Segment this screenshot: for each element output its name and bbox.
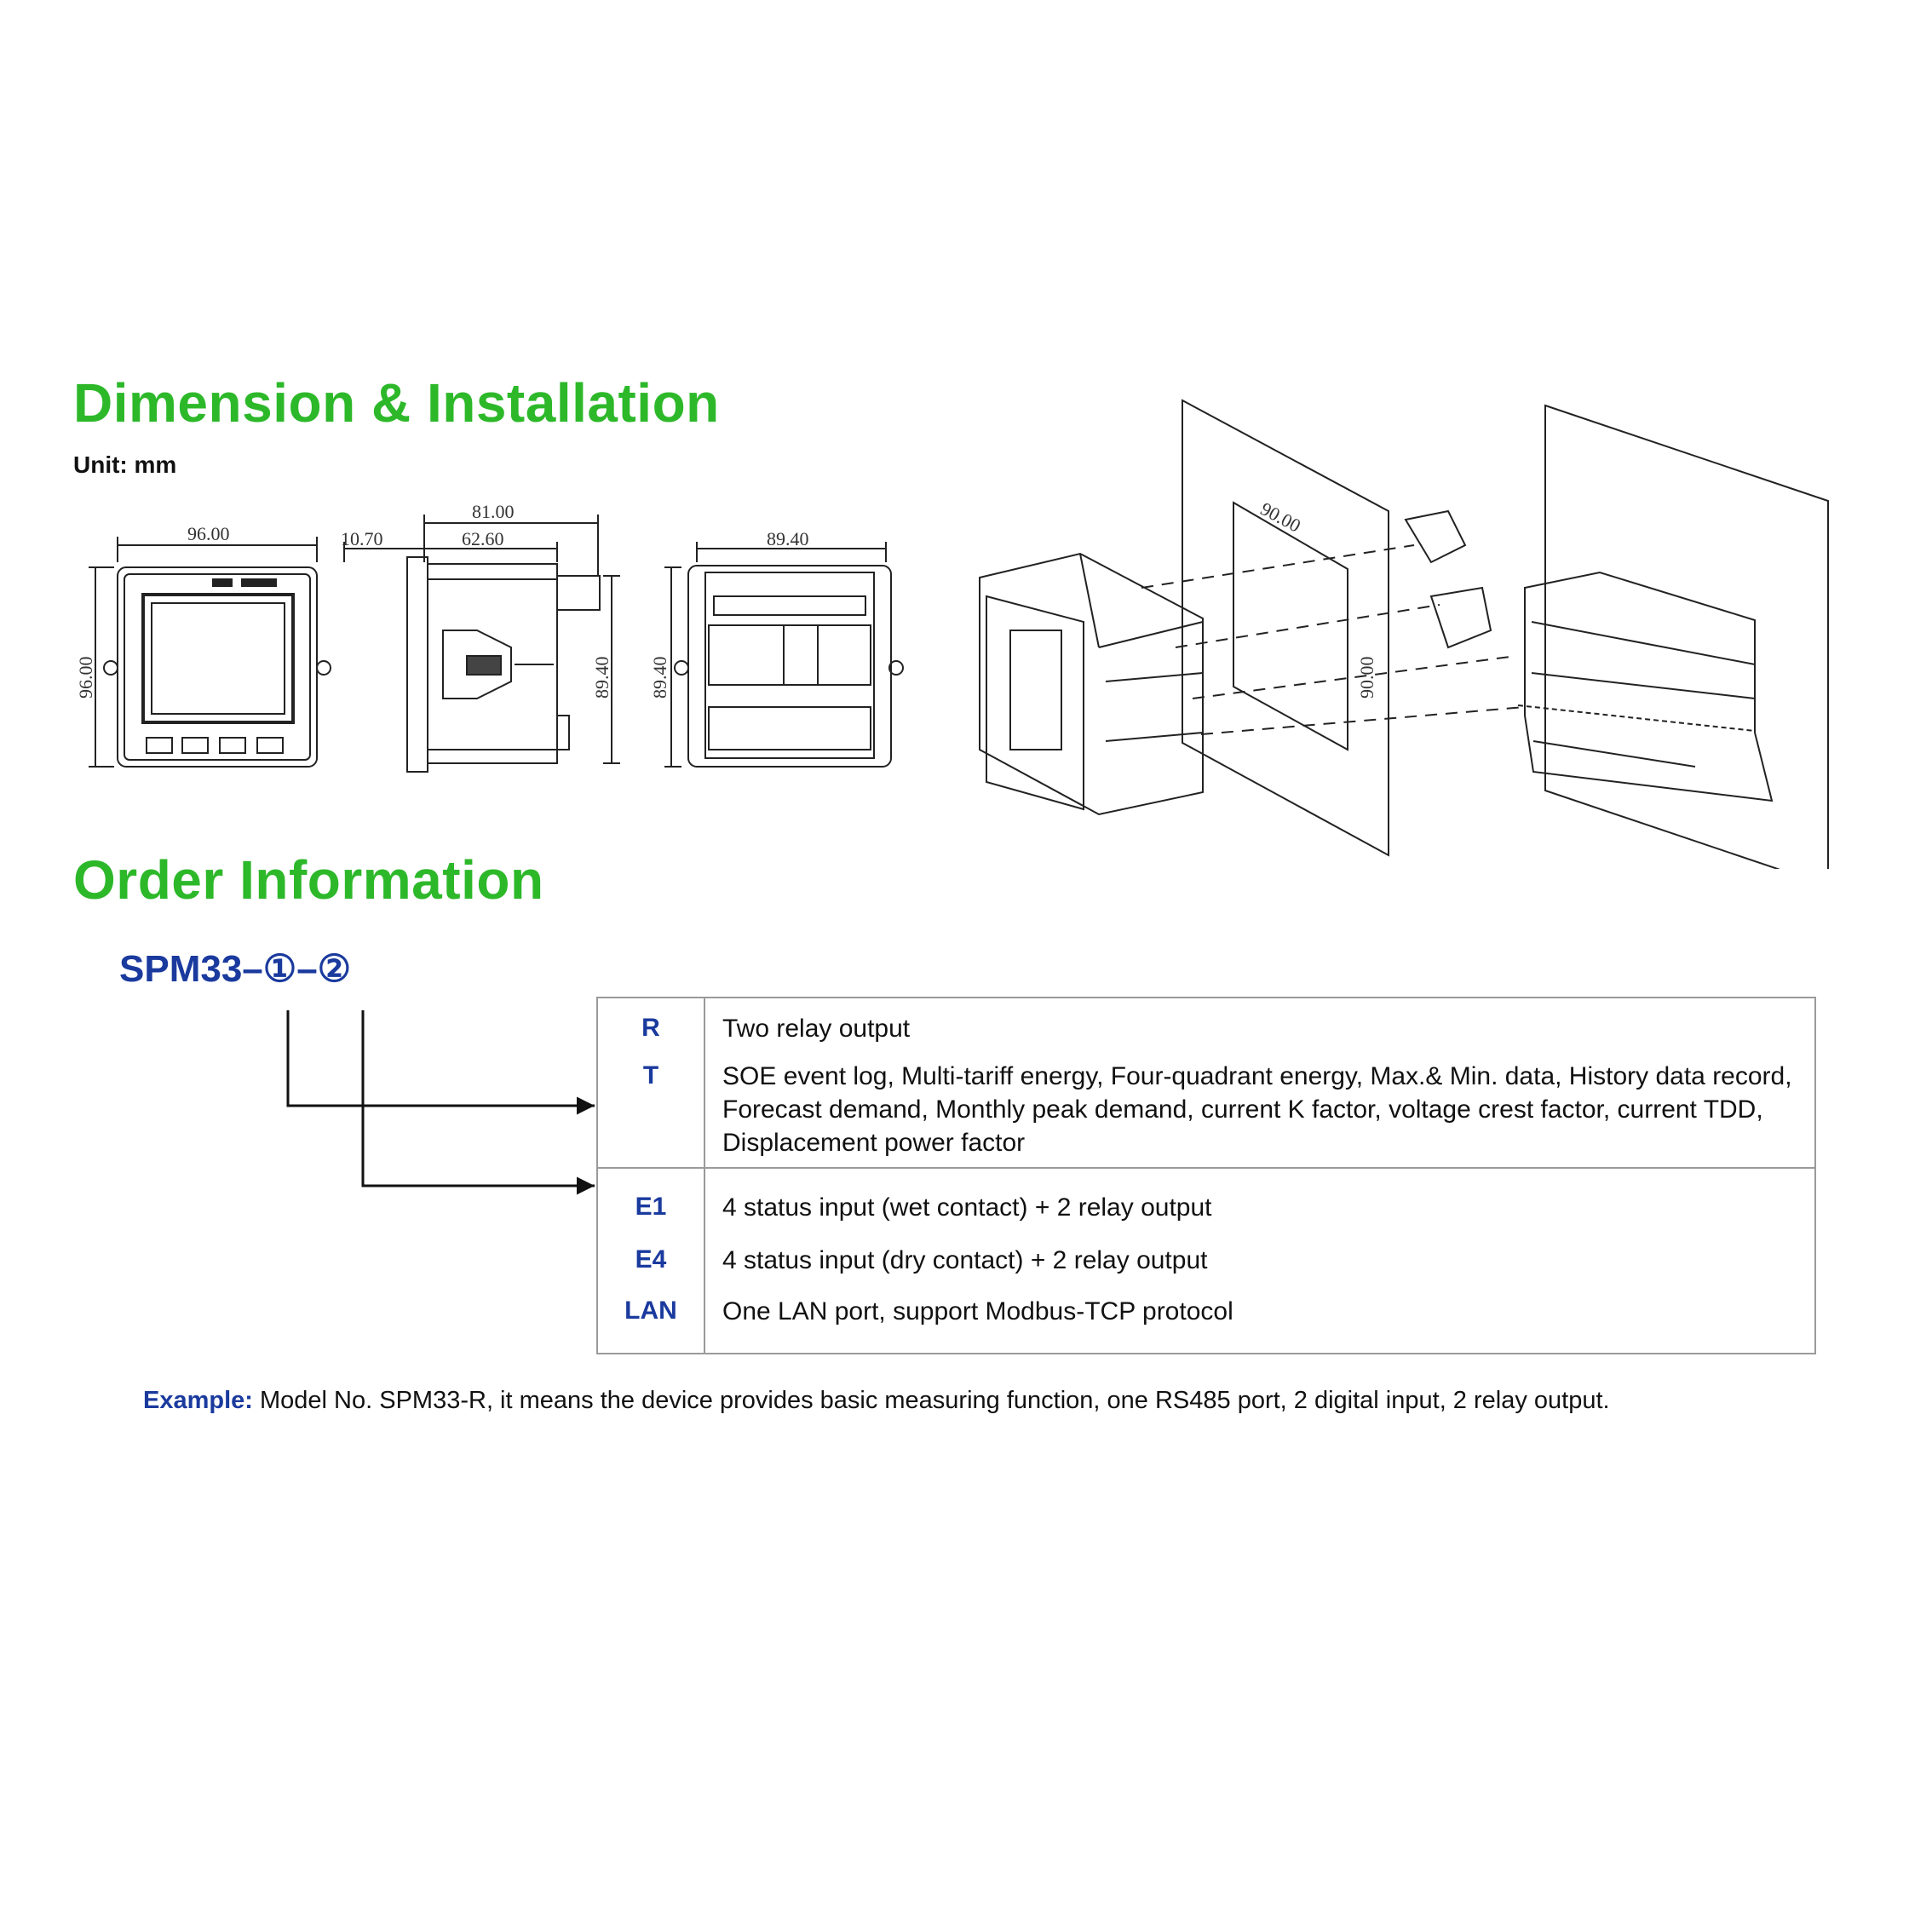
table-column-divider [704,998,705,1353]
rear-height-dim: 89.40 [649,657,670,699]
cutout-height-dim: 90.00 [1356,657,1377,699]
arrow-option-1 [286,1010,595,1115]
example-line: Example: Model No. SPM33-R, it means the… [143,1387,1610,1415]
dimension-drawings: 96.00 96.00 81.00 10.70 62.60 89.40 89.4… [75,399,1829,869]
option-code-e4: E4 [635,1245,667,1274]
model-code: SPM33–①–② [119,948,352,990]
front-width-dim: 96.00 [187,523,230,544]
rear-width-dim: 89.40 [767,528,809,549]
option-desc-r: Two relay output [722,1015,911,1043]
front-height-dim: 96.00 [75,657,96,699]
rear-view-drawing [664,542,904,768]
option-code-lan: LAN [624,1297,677,1325]
option-desc-e4: 4 status input (dry contact) + 2 relay o… [722,1246,1208,1274]
front-view-drawing [89,537,331,768]
example-label: Example: [143,1387,253,1414]
unit-label: Unit: mm [73,451,177,478]
option-code-t: T [642,1061,659,1090]
connector-arrows [286,1010,595,1195]
side-view-drawing [343,515,620,773]
side-bezel-dim: 10.70 [341,528,383,549]
side-body-depth-dim: 62.60 [462,528,504,549]
option-table: R Two relay output T SOE event log, Mult… [596,997,1816,1354]
installation-exploded-view [979,399,1829,869]
arrow-option-2 [361,1010,595,1195]
dimension-installation-title: Dimension & Installation [73,372,720,434]
option-desc-lan: One LAN port, support Modbus-TCP protoco… [722,1297,1233,1325]
option-desc-t: SOE event log, Multi-tariff energy, Four… [722,1062,1792,1157]
example-text: Model No. SPM33-R, it means the device p… [252,1387,1610,1414]
table-group-divider [598,1167,1814,1169]
side-height-dim: 89.40 [591,657,612,699]
option-desc-e1: 4 status input (wet contact) + 2 relay o… [722,1193,1212,1222]
option-code-r: R [641,1014,660,1042]
side-total-depth-dim: 81.00 [472,501,515,522]
order-information-title: Order Information [73,849,544,911]
option-code-e1: E1 [635,1193,667,1221]
